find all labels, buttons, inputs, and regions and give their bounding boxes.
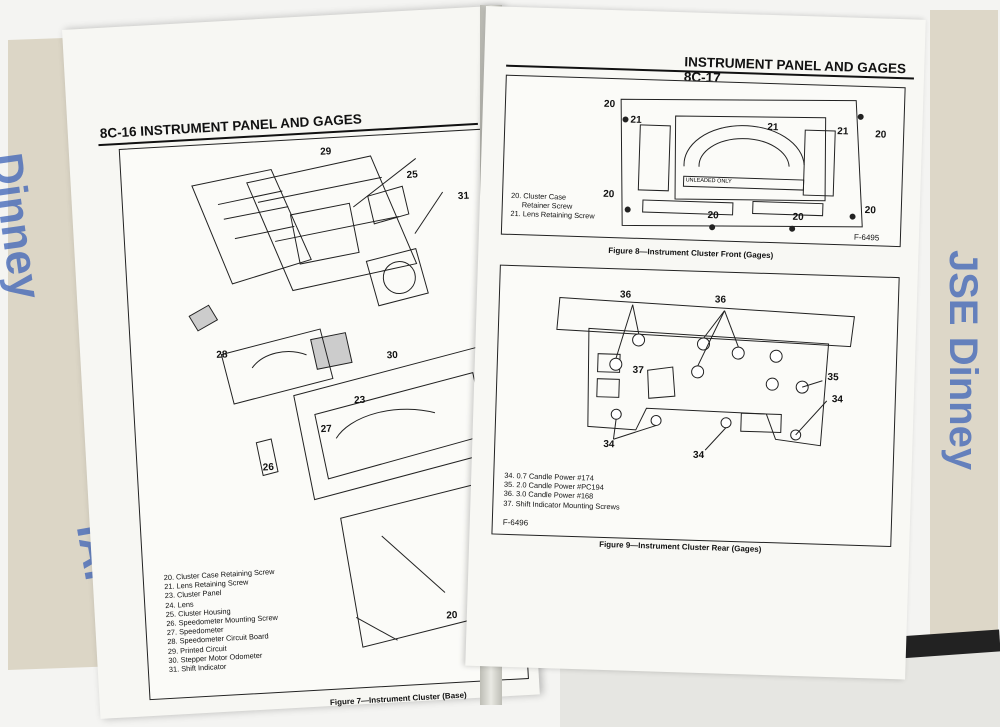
callout-36: 36: [619, 289, 632, 301]
callout-37: 37: [632, 364, 644, 377]
figure-9-cluster-rear-diagram: [556, 296, 855, 451]
callout-25: 25: [406, 169, 419, 181]
callout-21: 21: [630, 114, 642, 126]
figure-8-box: UNLEADED ONLY 20 21 21 21 20 20 20 20 20…: [500, 74, 906, 248]
callout-20: 20: [603, 98, 616, 111]
figure-9-code: F-6496: [502, 517, 529, 528]
left-page: 8C-16 INSTRUMENT PANEL AND GAGES: [62, 5, 540, 719]
callout-27: 27: [320, 423, 333, 436]
figure-9-box: 36 36 37 35 34 34 34 34. 0.7 Candle Powe…: [491, 264, 900, 547]
handwritten-name-right: JSE Dinney: [941, 250, 985, 471]
callout-36: 36: [714, 294, 727, 306]
callout-21: 21: [767, 121, 779, 134]
callout-28: 28: [216, 349, 228, 361]
callout-34: 34: [692, 449, 705, 462]
callout-26: 26: [262, 461, 275, 474]
figure-7-exploded-diagram: [188, 155, 517, 648]
callout-29: 29: [319, 146, 332, 158]
right-page-edges: [930, 10, 998, 650]
figure-8-caption: Figure 8—Instrument Cluster Front (Gages…: [608, 245, 774, 261]
figure-7-box: 29 25 31 28 30 23 27 26 24 20 20. Cluste…: [118, 127, 529, 701]
callout-21: 21: [837, 126, 849, 138]
right-page: INSTRUMENT PANEL AND GAGES 8C-17: [465, 6, 926, 680]
figure-8-legend: 20. Cluster Case Retainer Screw 21. Lens…: [510, 191, 601, 221]
callout-35: 35: [827, 371, 839, 384]
callout-20: 20: [864, 205, 877, 217]
figure-8-code: F-6495: [853, 232, 880, 243]
figure-7-caption: Figure 7—Instrument Cluster (Base): [329, 690, 467, 708]
figure-9-legend: 34. 0.7 Candle Power #174 35. 2.0 Candle…: [503, 471, 704, 514]
callout-34: 34: [603, 438, 615, 451]
callout-20: 20: [792, 211, 804, 224]
callout-20: 20: [602, 188, 615, 201]
figure-8-cluster-front-diagram: [620, 98, 864, 232]
callout-34: 34: [831, 394, 844, 406]
figure-7-legend: 20. Cluster Case Retaining Screw 21. Len…: [163, 565, 318, 674]
callout-23: 23: [353, 394, 366, 407]
callout-31: 31: [457, 190, 470, 203]
callout-20: 20: [874, 129, 887, 141]
callout-20: 20: [707, 210, 719, 222]
callout-30: 30: [386, 349, 399, 362]
callout-20: 20: [446, 609, 458, 622]
